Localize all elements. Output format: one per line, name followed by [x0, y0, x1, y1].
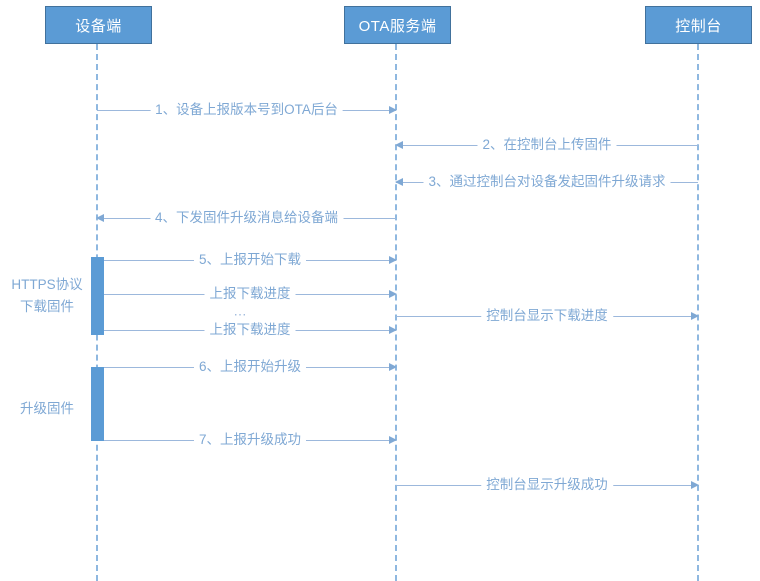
message-label: 1、设备上报版本号到OTA后台 — [150, 102, 343, 118]
message-label: 控制台显示下载进度 — [481, 308, 613, 324]
participant-header-console[interactable]: 控制台 — [645, 6, 752, 44]
message-label: 4、下发固件升级消息给设备端 — [149, 210, 344, 226]
participant-header-ota[interactable]: OTA服务端 — [344, 6, 451, 44]
side-note-download-line2: 下载固件 — [20, 299, 74, 314]
arrow-head-right-icon — [389, 106, 397, 114]
side-note-download: HTTPS协议 下载固件 — [6, 274, 88, 318]
arrow-head-left-icon — [96, 214, 104, 222]
participant-header-device[interactable]: 设备端 — [45, 6, 152, 44]
arrow-head-right-icon — [691, 312, 699, 320]
side-note-download-line1: HTTPS协议 — [11, 277, 83, 292]
message-label: 5、上报开始下载 — [193, 252, 307, 268]
arrow-head-right-icon — [389, 326, 397, 334]
message-label: 3、通过控制台对设备发起固件升级请求 — [423, 174, 671, 190]
arrow-head-right-icon — [389, 256, 397, 264]
arrow-head-right-icon — [389, 363, 397, 371]
side-note-upgrade-line1: 升级固件 — [20, 401, 74, 416]
arrow-head-right-icon — [389, 436, 397, 444]
message-label: 上报下载进度 — [204, 286, 296, 302]
message-label: 2、在控制台上传固件 — [477, 137, 617, 153]
activation-bar-download — [91, 257, 104, 335]
arrow-head-left-icon — [395, 141, 403, 149]
arrow-head-right-icon — [691, 481, 699, 489]
arrow-head-left-icon — [395, 178, 403, 186]
message-label: 控制台显示升级成功 — [481, 477, 613, 493]
repeat-ellipsis-annotation: … — [233, 303, 247, 319]
arrow-head-right-icon — [389, 290, 397, 298]
participant-label-console: 控制台 — [675, 17, 722, 35]
message-label: 7、上报升级成功 — [193, 432, 307, 448]
activation-bar-upgrade — [91, 367, 104, 441]
participant-label-ota: OTA服务端 — [358, 17, 437, 35]
side-note-upgrade: 升级固件 — [6, 398, 88, 420]
lifeline-ota — [395, 44, 397, 581]
message-label: 6、上报开始升级 — [193, 359, 307, 375]
participant-label-device: 设备端 — [75, 17, 122, 35]
message-label: 上报下载进度 — [204, 322, 296, 338]
